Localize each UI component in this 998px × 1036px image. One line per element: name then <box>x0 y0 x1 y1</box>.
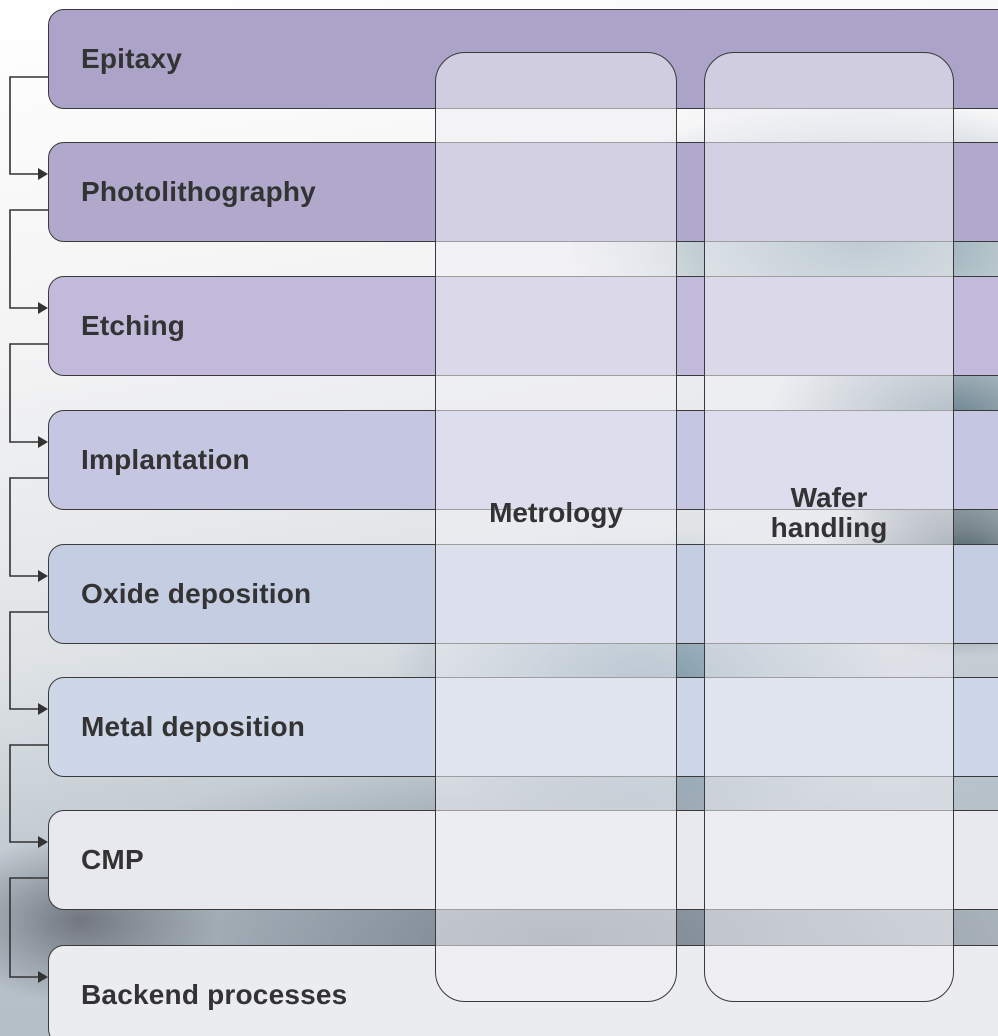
column-label: Metrology <box>489 497 623 528</box>
step-label: Etching <box>81 310 186 341</box>
connector-line <box>9 744 48 843</box>
connector-line <box>9 209 48 309</box>
wafer-handling-column: Wafer handling <box>704 52 954 1002</box>
connector-arrowhead <box>38 168 48 180</box>
connector-line <box>9 877 48 978</box>
metrology-column: Metrology <box>435 52 677 1002</box>
step-label: Implantation <box>81 444 250 475</box>
connector-arrowhead <box>38 836 48 848</box>
connector-line <box>9 76 48 175</box>
column-label: Wafer handling <box>770 482 888 543</box>
step-label: Oxide deposition <box>81 578 312 609</box>
connector-arrowhead <box>38 703 48 715</box>
connector-arrowhead <box>38 436 48 448</box>
connector-arrowhead <box>38 570 48 582</box>
connector-line <box>9 477 48 577</box>
step-label: Backend processes <box>81 979 348 1010</box>
step-label: CMP <box>81 844 144 875</box>
connector-line <box>9 343 48 443</box>
step-label: Epitaxy <box>81 43 182 74</box>
step-label: Photolithography <box>81 176 316 207</box>
connector-line <box>9 611 48 710</box>
step-label: Metal deposition <box>81 711 306 742</box>
connector-arrowhead <box>38 302 48 314</box>
connector-arrowhead <box>38 971 48 983</box>
